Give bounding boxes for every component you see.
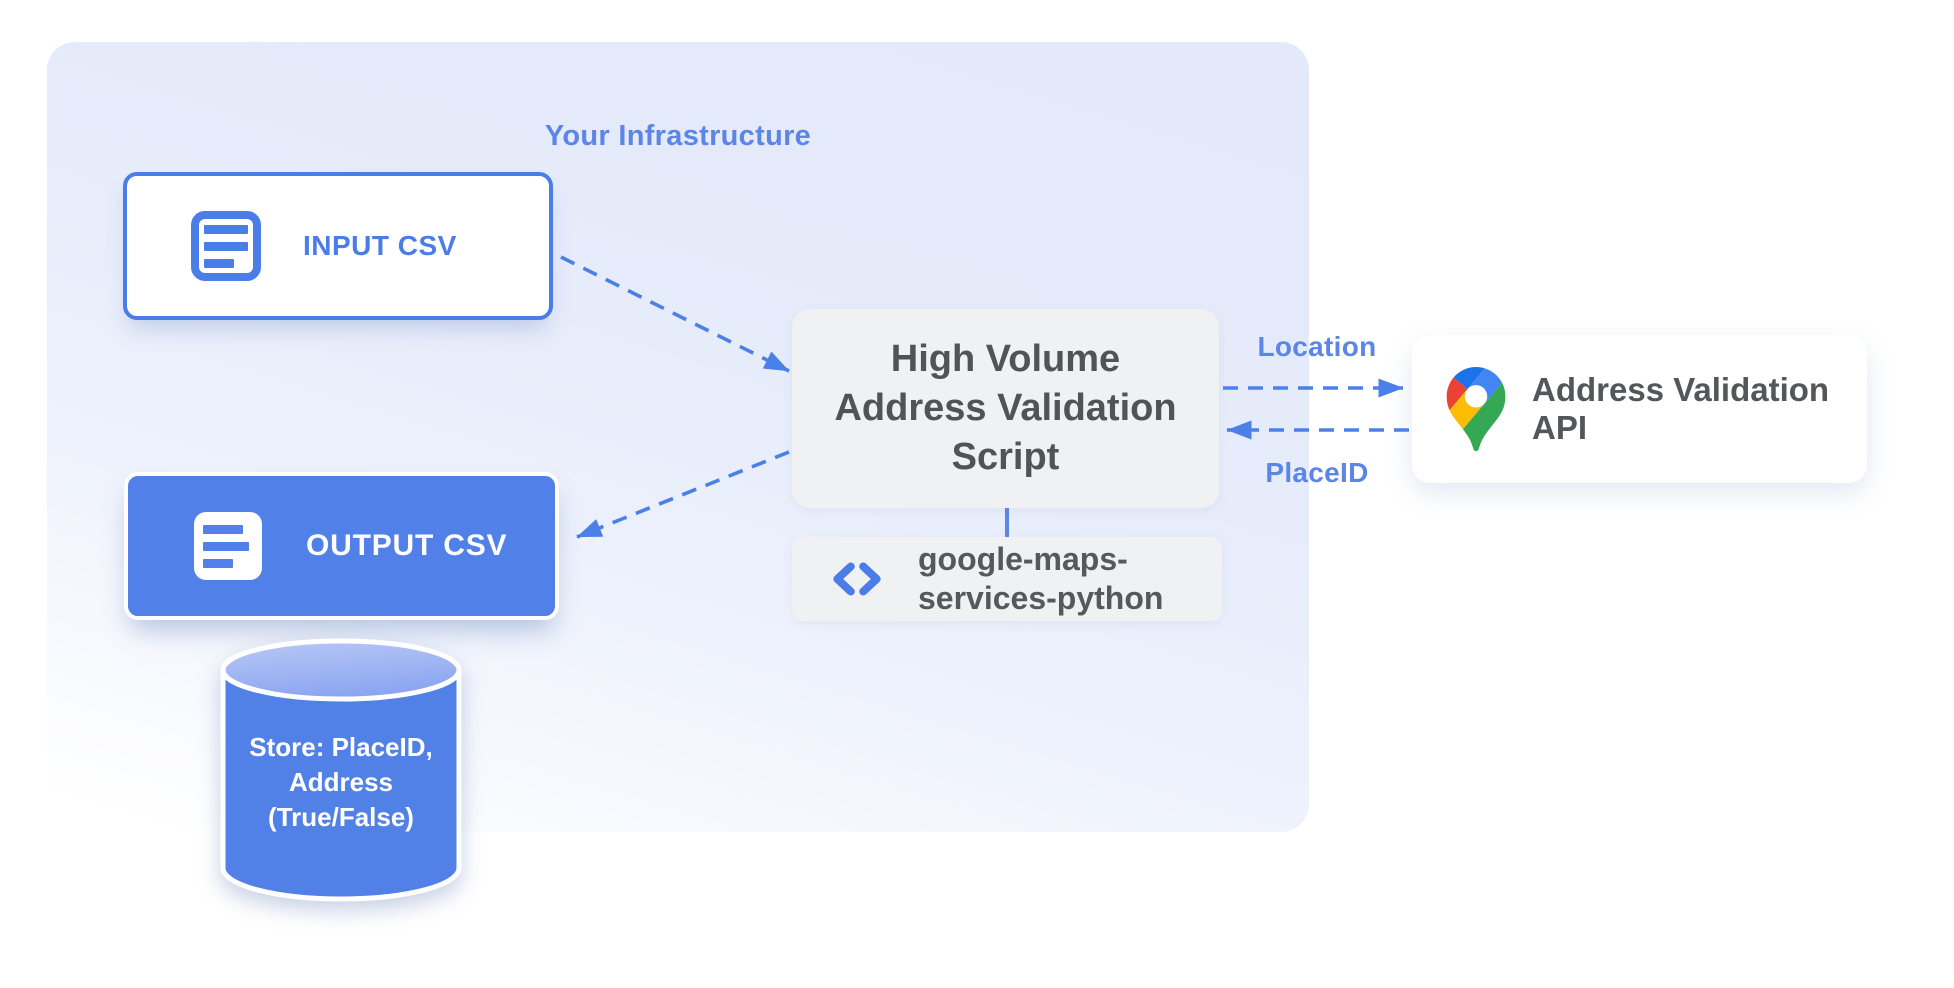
script-label: High Volume Address Validation Script bbox=[834, 338, 1177, 478]
datastore-label: Store: PlaceID, Address (True/False) bbox=[249, 732, 433, 832]
input-csv-label: INPUT CSV bbox=[303, 230, 457, 261]
csv-file-icon bbox=[194, 512, 262, 580]
input-csv-node: INPUT CSV bbox=[123, 172, 553, 320]
database-icon bbox=[220, 638, 462, 902]
location-edge-label: Location bbox=[1257, 331, 1377, 362]
container-title: Your Infrastructure bbox=[544, 120, 812, 152]
library-label: google-maps- services-python bbox=[918, 541, 1164, 616]
code-icon bbox=[833, 562, 881, 596]
api-node: Address Validation API bbox=[1412, 335, 1867, 483]
datastore-cylinder: Store: PlaceID, Address (True/False) bbox=[218, 638, 464, 904]
api-label: Address Validation API bbox=[1532, 371, 1830, 446]
library-node: google-maps- services-python bbox=[792, 537, 1222, 621]
csv-file-icon bbox=[191, 211, 261, 281]
placeid-edge-label: PlaceID bbox=[1265, 457, 1369, 488]
output-csv-node: OUTPUT CSV bbox=[124, 472, 559, 620]
script-node: High Volume Address Validation Script bbox=[792, 309, 1219, 508]
google-maps-pin-icon bbox=[1446, 367, 1506, 451]
output-csv-label: OUTPUT CSV bbox=[306, 529, 508, 562]
